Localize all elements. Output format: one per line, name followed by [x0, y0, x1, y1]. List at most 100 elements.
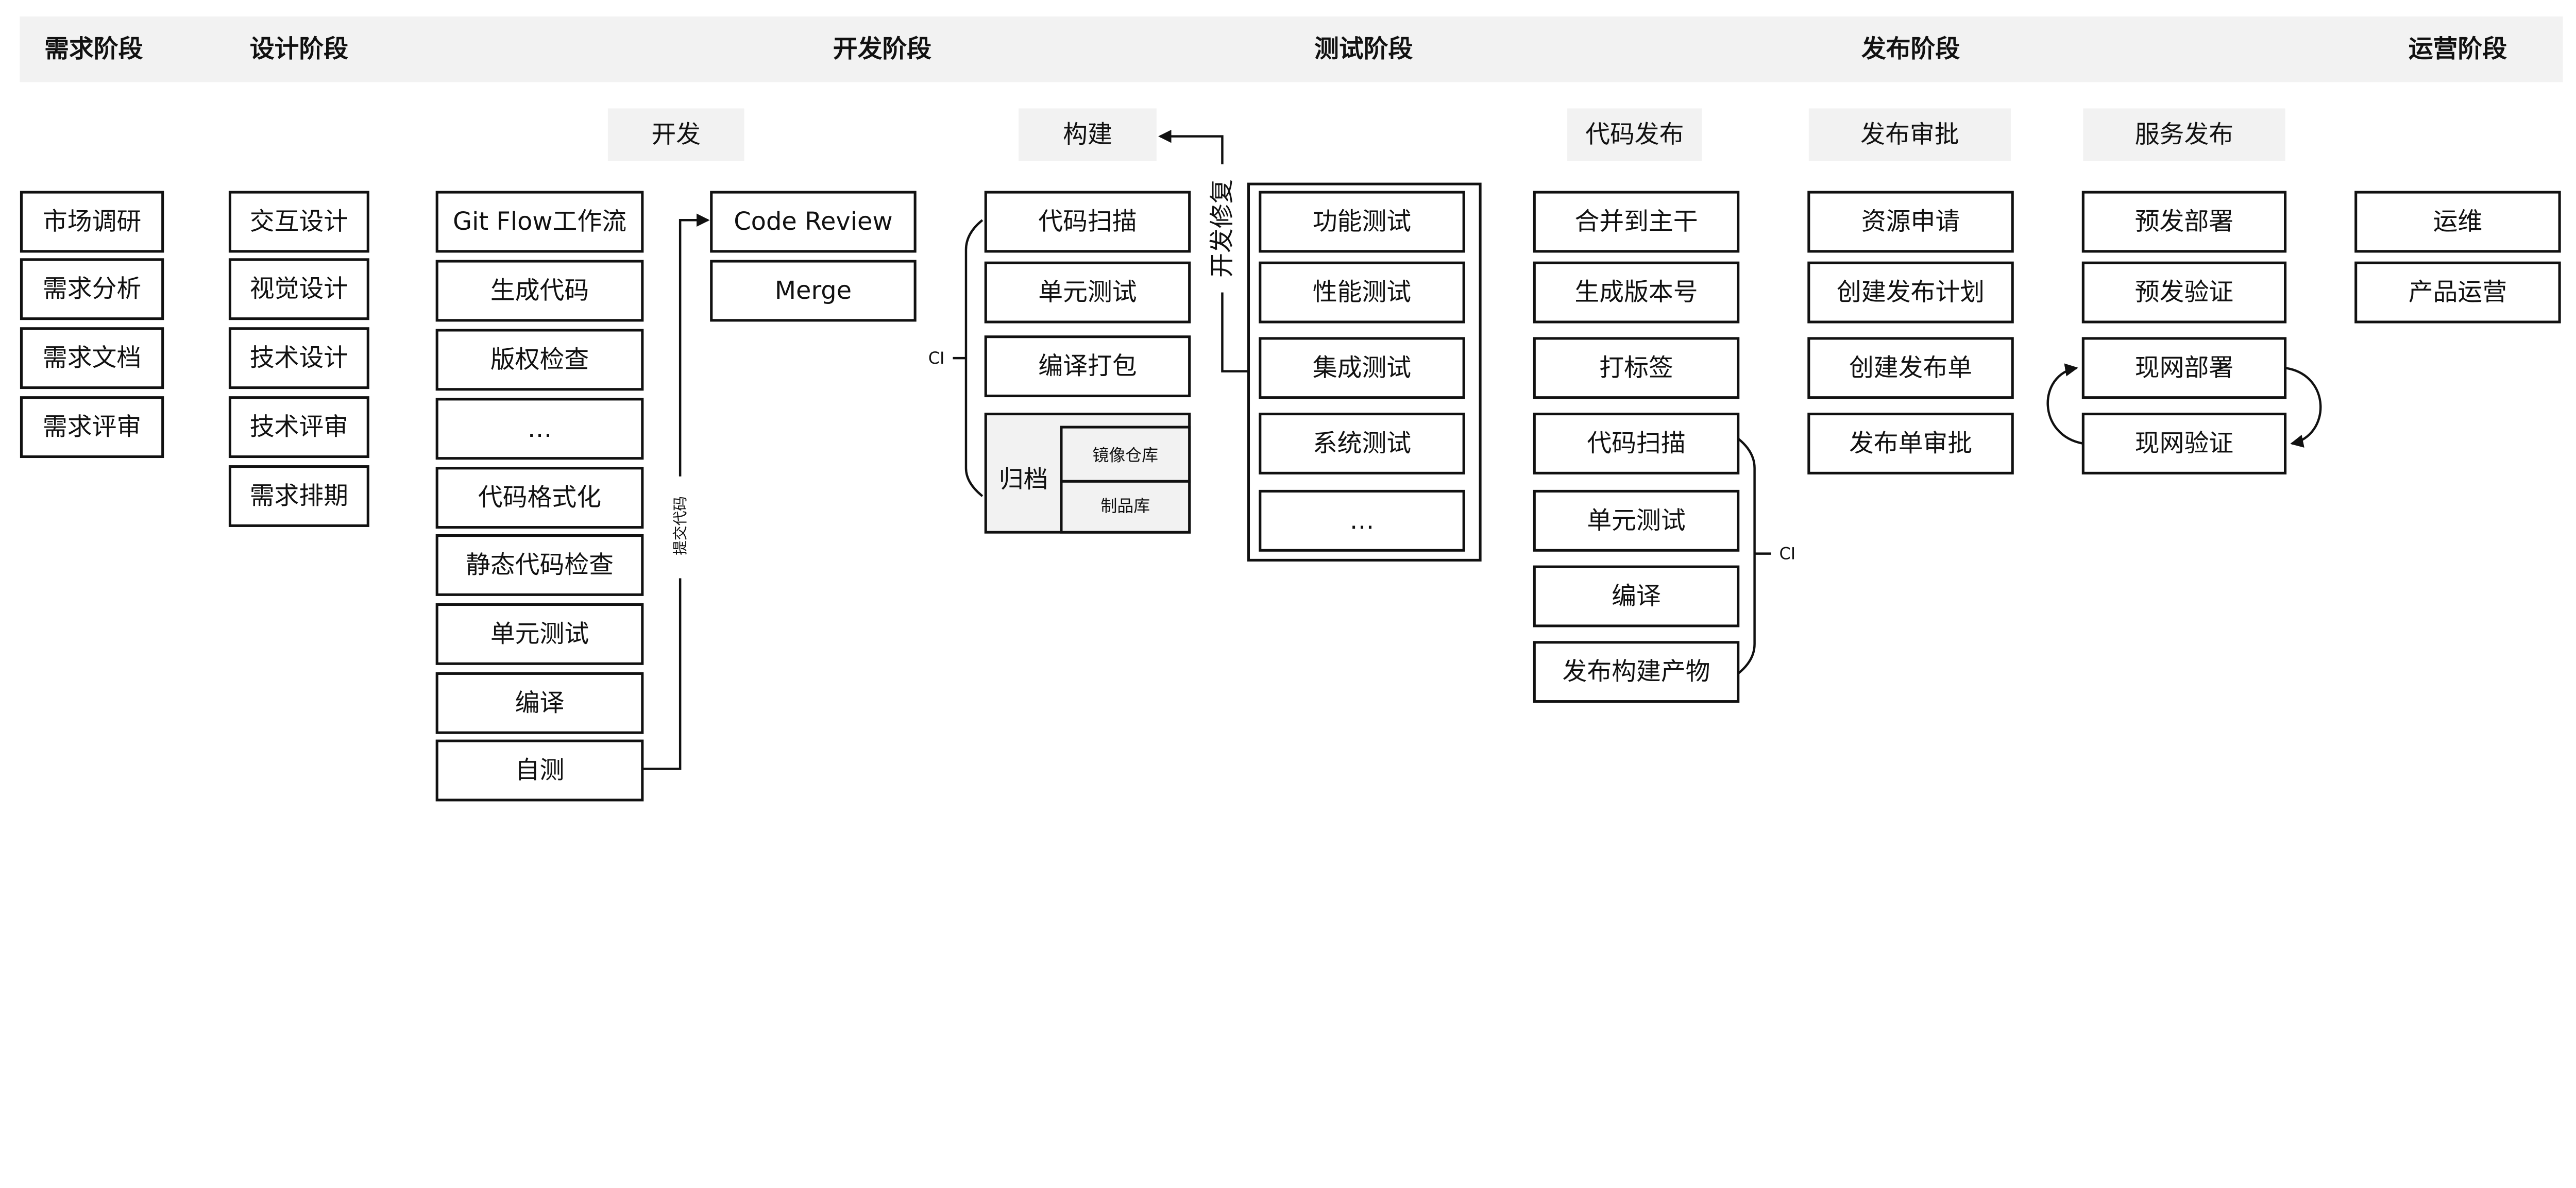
development-item-frame — [435, 191, 644, 253]
testing-item-frame — [1259, 261, 1465, 324]
development-item-frame — [435, 672, 644, 734]
ci-build-label: CI — [928, 348, 945, 368]
testing-item[interactable]: 性能测试 — [1259, 261, 1465, 324]
build-item-label: 单元测试 — [1038, 278, 1137, 307]
design-item-frame — [228, 465, 369, 527]
approval-item[interactable]: 创建发布计划 — [1807, 261, 2014, 324]
development-item[interactable]: 单元测试 — [435, 603, 644, 665]
development-item[interactable]: 静态代码检查 — [435, 534, 644, 596]
design-item-label: 视觉设计 — [250, 275, 348, 303]
review-item-label: Merge — [775, 277, 852, 305]
sub-stage-label: 构建 — [1063, 121, 1112, 149]
stage-header: 发布阶段 — [1861, 35, 1960, 63]
operations-item-label: 运维 — [2433, 208, 2483, 236]
code_release-item[interactable]: 生成版本号 — [1533, 261, 1740, 324]
testing-item-frame — [1259, 337, 1465, 399]
testing-item[interactable]: 集成测试 — [1259, 337, 1465, 399]
service_release-item[interactable]: 现网部署 — [2081, 337, 2287, 399]
sub-stage-label: 发布审批 — [1860, 121, 1959, 149]
operations-item[interactable]: 产品运营 — [2354, 261, 2561, 324]
approval-item[interactable]: 创建发布单 — [1807, 337, 2014, 399]
design-item-label: 技术评审 — [250, 413, 348, 442]
approval-item[interactable]: 发布单审批 — [1807, 413, 2014, 474]
development-item-label: 版权检查 — [490, 346, 589, 374]
code_release-item[interactable]: 合并到主干 — [1533, 191, 1740, 253]
code_release-item[interactable]: 代码扫描 — [1533, 413, 1740, 474]
design-item-label: 交互设计 — [250, 208, 348, 236]
testing-item-label: 集成测试 — [1313, 354, 1411, 382]
build-item-frame — [984, 191, 1191, 253]
deploy-to-verify-arrow — [2285, 367, 2322, 448]
service_release-item[interactable]: 现网验证 — [2081, 413, 2287, 474]
service_release-item-label: 预发验证 — [2135, 278, 2233, 307]
requirements-item[interactable]: 需求分析 — [20, 258, 164, 320]
requirements-item[interactable]: 需求评审 — [20, 396, 164, 459]
requirements-item-label: 需求评审 — [43, 413, 141, 442]
design-item[interactable]: 交互设计 — [228, 191, 369, 253]
development-item[interactable]: 代码格式化 — [435, 467, 644, 529]
testing-item-frame — [1259, 489, 1465, 552]
approval-item-frame — [1807, 191, 2014, 253]
operations-item-label: 产品运营 — [2409, 278, 2507, 307]
review-item[interactable]: Merge — [710, 260, 917, 322]
development-item-label: 自测 — [515, 756, 565, 785]
service_release-item[interactable]: 预发验证 — [2081, 261, 2287, 324]
requirements-item[interactable]: 需求文档 — [20, 327, 164, 389]
code_release-item-frame — [1533, 191, 1740, 253]
service_release-item[interactable]: 预发部署 — [2081, 191, 2287, 253]
sub-stage-tag — [1019, 108, 1157, 161]
requirements-item[interactable]: 市场调研 — [20, 191, 164, 253]
sub-stage-tag — [1567, 108, 1702, 161]
design-item-label: 需求排期 — [250, 482, 348, 511]
approval-item-label: 创建发布计划 — [1837, 278, 1985, 307]
operations-item[interactable]: 运维 — [2354, 191, 2561, 253]
code_release-item-frame — [1533, 261, 1740, 324]
service_release-item-frame — [2081, 261, 2287, 324]
review-item-label: Code Review — [734, 208, 892, 236]
development-item-label: Git Flow工作流 — [453, 208, 626, 236]
testing-item[interactable]: 功能测试 — [1259, 191, 1465, 253]
development-item[interactable]: 生成代码 — [435, 260, 644, 322]
archive-label: 归档 — [999, 466, 1048, 494]
ci-bracket-release — [1737, 437, 1771, 675]
code_release-item-label: 打标签 — [1599, 354, 1673, 382]
build-item[interactable]: 编译打包 — [984, 335, 1191, 398]
build-item[interactable]: 代码扫描 — [984, 191, 1191, 253]
development-item-frame — [435, 329, 644, 391]
development-item-frame — [435, 739, 644, 802]
testing-item[interactable]: 系统测试 — [1259, 413, 1465, 474]
approval-item-frame — [1807, 337, 2014, 399]
approval-item[interactable]: 资源申请 — [1807, 191, 2014, 253]
build-item[interactable]: 单元测试 — [984, 261, 1191, 324]
submit-code-label: 提交代码 — [671, 496, 689, 555]
devops-flow-diagram: 需求阶段设计阶段开发阶段测试阶段发布阶段运营阶段开发构建代码发布发布审批服务发布… — [20, 16, 2563, 802]
code_release-item[interactable]: 打标签 — [1533, 337, 1740, 399]
design-item[interactable]: 技术设计 — [228, 327, 369, 389]
code_release-item[interactable]: 发布构建产物 — [1533, 641, 1740, 703]
testing-item-frame — [1259, 191, 1465, 253]
development-item-frame — [435, 398, 644, 460]
service_release-item-label: 现网验证 — [2135, 429, 2233, 457]
code_release-item[interactable]: 编译 — [1533, 565, 1740, 627]
code_release-item-frame — [1533, 337, 1740, 399]
testing-item-label: 性能测试 — [1313, 278, 1411, 307]
code_release-item[interactable]: 单元测试 — [1533, 489, 1740, 552]
development-item[interactable]: 版权检查 — [435, 329, 644, 391]
design-item[interactable]: 技术评审 — [228, 396, 369, 459]
development-item[interactable]: 编译 — [435, 672, 644, 734]
review-item[interactable]: Code Review — [710, 191, 917, 253]
verify-to-deploy-arrow — [2046, 363, 2083, 445]
build-item-label: 代码扫描 — [1038, 208, 1137, 236]
code_release-item-frame — [1533, 489, 1740, 552]
approval-item-label: 创建发布单 — [1849, 354, 1972, 382]
development-item-label: 编译 — [515, 689, 565, 717]
design-item[interactable]: 需求排期 — [228, 465, 369, 527]
stage-header: 需求阶段 — [44, 35, 143, 63]
artifact-repo-box[interactable] — [1060, 480, 1191, 534]
testing-item[interactable]: … — [1259, 489, 1465, 552]
development-item[interactable]: 自测 — [435, 739, 644, 802]
development-item[interactable]: … — [435, 398, 644, 460]
development-item[interactable]: Git Flow工作流 — [435, 191, 644, 253]
design-item[interactable]: 视觉设计 — [228, 258, 369, 320]
code_release-item-label: 代码扫描 — [1587, 429, 1685, 457]
